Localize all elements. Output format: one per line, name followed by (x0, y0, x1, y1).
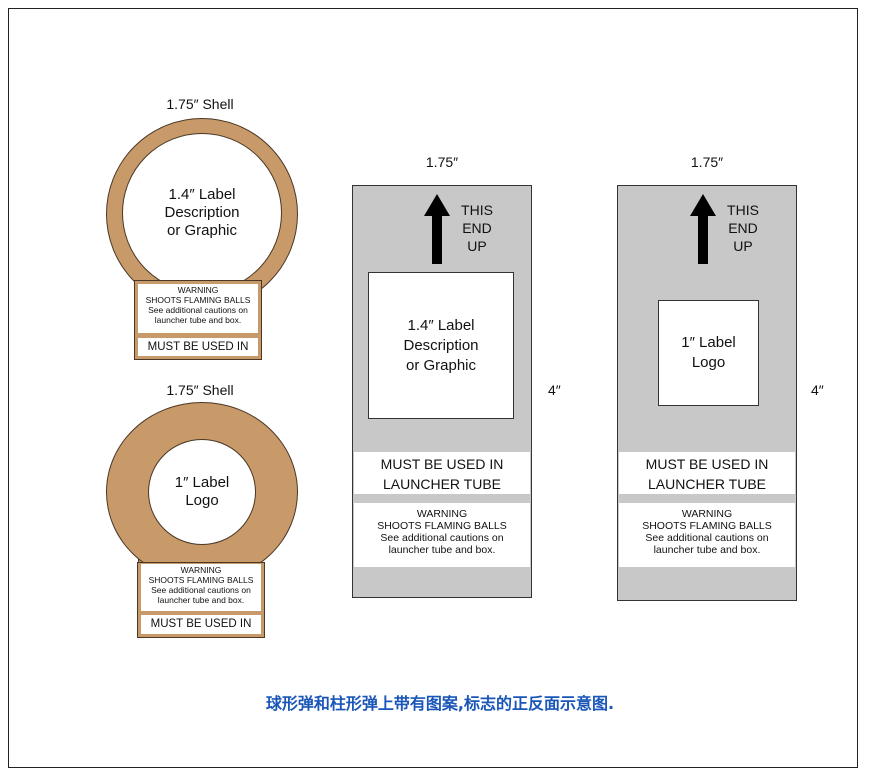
tube2-label-line-2: Logo (691, 354, 726, 371)
tube2-warning-line-1: WARNING (681, 508, 733, 520)
bottom-shell-label-circle: 1″ Label Logo (148, 439, 256, 545)
tube1-end-up-line-2: END (462, 220, 492, 236)
top-shell-must-text: MUST BE USED IN (138, 338, 258, 356)
tube1-end-up-line-1: THIS (461, 202, 493, 218)
tube2-this-end-up: THIS END UP (718, 201, 768, 255)
tube2-warning-band: WARNING SHOOTS FLAMING BALLS See additio… (619, 503, 795, 567)
bottom-shell-label-line-2: Logo (185, 492, 219, 509)
tube1-label-line-2: Description (403, 336, 479, 354)
tube1-warning-line-3: See additional cautions on (380, 532, 504, 544)
tube2-height-label: 4″ (811, 382, 824, 398)
tube2-warning-line-4: launcher tube and box. (653, 544, 761, 556)
tube1-must-line-1: MUST BE USED IN (380, 456, 504, 472)
top-shell-label-line-1: 1.4″ Label (168, 186, 236, 203)
bottom-shell-warning-line-3: See additional cautions on (151, 585, 251, 595)
bottom-shell-must-text: MUST BE USED IN (141, 615, 261, 634)
top-shell-label-line-3: or Graphic (166, 222, 238, 239)
tube2-warning-line-3: See additional cautions on (645, 532, 769, 544)
tube1-end-up-line-3: UP (467, 238, 487, 254)
tube2-must-band: MUST BE USED IN LAUNCHER TUBE (619, 452, 795, 494)
tube1-warning-line-1: WARNING (416, 508, 468, 520)
tube1-label-square: 1.4″ Label Description or Graphic (368, 272, 514, 419)
bottom-shell-title: 1.75″ Shell (166, 382, 234, 398)
tube2-label-line-1: 1″ Label (681, 334, 736, 351)
bottom-shell-label-line-1: 1″ Label (174, 474, 230, 491)
tube2-warning-line-2: SHOOTS FLAMING BALLS (642, 520, 772, 532)
tube2-up-arrow-icon (690, 194, 716, 264)
tube1-label-line-3: or Graphic (405, 356, 477, 374)
tube2-end-up-line-1: THIS (727, 202, 759, 218)
tube1-width-label: 1.75″ (425, 154, 459, 170)
tube1-warning-line-4: launcher tube and box. (388, 544, 496, 556)
tube1-must-line-2: LAUNCHER TUBE (383, 476, 501, 492)
tube2-width-label: 1.75″ (690, 154, 724, 170)
top-shell-warning: WARNING SHOOTS FLAMING BALLS See additio… (138, 284, 258, 333)
bottom-shell-warning-line-4: launcher tube and box. (157, 595, 245, 605)
top-shell-label-line-2: Description (164, 204, 240, 221)
tube2-end-up-line-3: UP (733, 238, 753, 254)
tube2-end-up-line-2: END (728, 220, 758, 236)
tube2-label-square: 1″ Label Logo (658, 300, 759, 406)
tube1-warning-line-2: SHOOTS FLAMING BALLS (377, 520, 507, 532)
diagram-caption: 球形弹和柱形弹上带有图案,标志的正反面示意图. (265, 694, 615, 713)
tube1-up-arrow-icon (424, 194, 450, 264)
tube1-warning-band: WARNING SHOOTS FLAMING BALLS See additio… (354, 503, 530, 567)
tube1-must-band: MUST BE USED IN LAUNCHER TUBE (354, 452, 530, 494)
bottom-shell-warning-line-1: WARNING (180, 565, 222, 575)
bottom-shell-warning-line-2: SHOOTS FLAMING BALLS (148, 575, 254, 585)
top-shell-warning-line-1: WARNING (177, 285, 219, 295)
top-shell-warning-line-2: SHOOTS FLAMING BALLS (145, 295, 251, 305)
top-shell-title: 1.75″ Shell (166, 96, 234, 112)
top-shell-label-circle: 1.4″ Label Description or Graphic (122, 133, 282, 293)
tube1-height-label: 4″ (548, 382, 561, 398)
bottom-shell-warning: WARNING SHOOTS FLAMING BALLS See additio… (141, 564, 261, 611)
tube2-must-line-1: MUST BE USED IN (645, 456, 769, 472)
tube1-this-end-up: THIS END UP (452, 201, 502, 255)
tube1-label-line-1: 1.4″ Label (407, 316, 475, 334)
top-shell-warning-line-3: See additional cautions on (148, 305, 248, 315)
tube2-must-line-2: LAUNCHER TUBE (648, 476, 766, 492)
top-shell-warning-line-4: launcher tube and box. (154, 315, 242, 325)
